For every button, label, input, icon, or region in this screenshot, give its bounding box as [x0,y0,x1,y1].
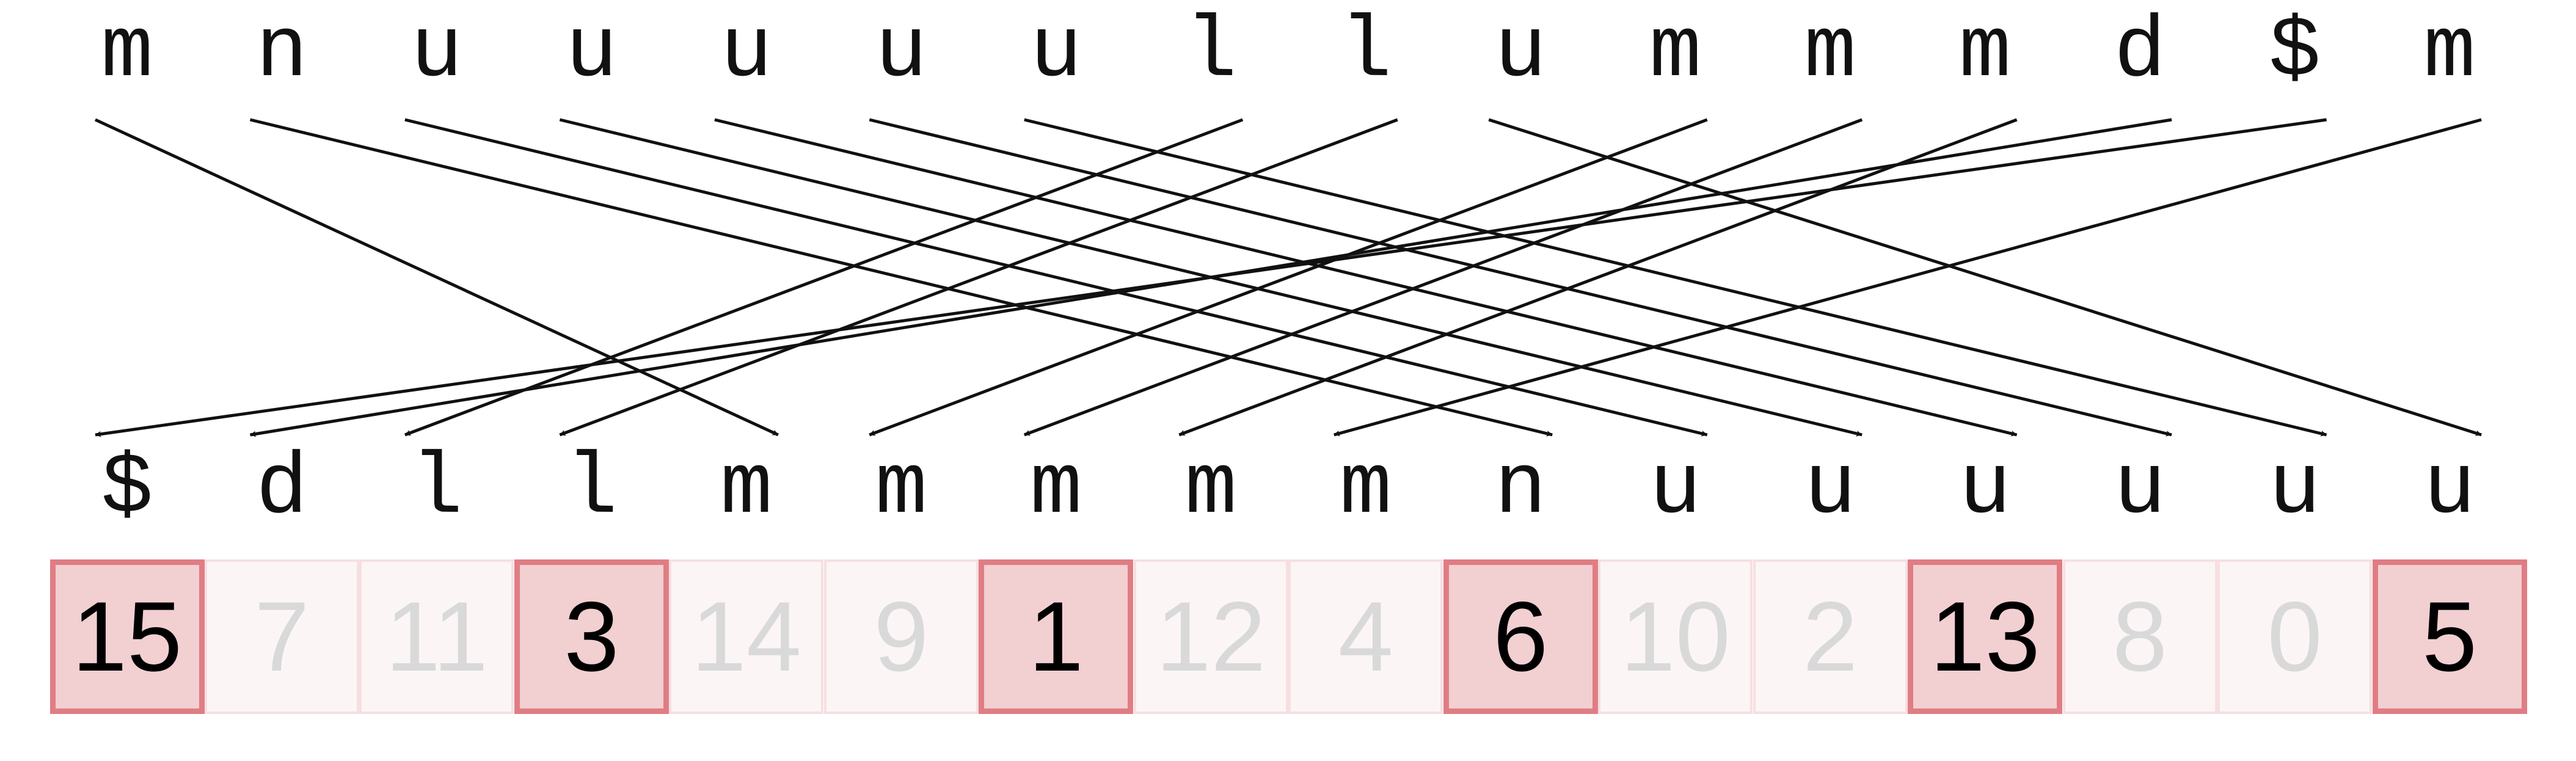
unsampled-sa-cell: 8 [2062,559,2217,714]
bottom-char: u [2268,440,2321,538]
mapping-arrow [250,118,2172,437]
top-char: u [410,3,463,101]
mapping-arrow [559,118,1863,437]
top-char: m [101,3,153,101]
top-char: m [2423,3,2476,101]
top-char: m [1649,3,1702,101]
unsampled-sa-cell: 14 [669,559,824,714]
unsampled-sa-cell: 11 [359,559,514,714]
bottom-char: $ [101,440,153,538]
mapping-arrow [869,118,2172,437]
top-char: l [1184,3,1237,101]
mapping-arrow [1024,118,2327,437]
mapping-arrow [1334,118,2482,437]
sampled-sa-cell: 3 [514,559,669,714]
mapping-arrow [249,118,1553,437]
bottom-char: u [1649,440,1702,538]
top-char: m [1804,3,1856,101]
bottom-char: m [1340,440,1392,538]
sampled-sa-cell: 13 [1908,559,2063,714]
top-char: u [1494,3,1547,101]
mapping-arrow [94,118,779,437]
sampled-sa-cell: 5 [2372,559,2527,714]
unsampled-sa-cell: 9 [823,559,979,714]
mapping-arrow [714,118,2018,437]
sampled-sa-cell: 1 [979,559,1134,714]
unsampled-sa-cell: 2 [1753,559,1908,714]
mapping-arrow [404,118,1708,437]
mapping-arrow [95,118,2327,437]
bottom-char: u [1804,440,1856,538]
top-char: d [2114,3,2166,101]
unsampled-sa-cell: 0 [2217,559,2373,714]
bottom-char: u [2423,440,2476,538]
mapping-arrow [1488,118,2482,437]
mapping-arrow [1178,118,2018,437]
top-char: u [720,3,773,101]
top-char: n [255,3,308,101]
bottom-char: l [410,440,463,538]
sampled-sa-cell: 6 [1443,559,1598,714]
top-char: $ [2268,3,2321,101]
top-char: m [1959,3,2012,101]
mapping-arrow [869,118,1708,437]
mapping-arrow [404,118,1244,437]
bottom-char: m [875,440,927,538]
bottom-char: d [255,440,308,538]
bottom-char: m [1030,440,1082,538]
top-char: u [875,3,927,101]
unsampled-sa-cell: 12 [1133,559,1288,714]
bottom-char: m [720,440,773,538]
bottom-char: l [565,440,618,538]
bottom-char: u [1959,440,2012,538]
mapping-arrow [1023,118,1863,437]
bottom-char: m [1184,440,1237,538]
sampled-sa-cell: 15 [49,559,205,714]
unsampled-sa-cell: 7 [204,559,359,714]
top-char: u [1030,3,1082,101]
unsampled-sa-cell: 10 [1598,559,1753,714]
bottom-char: n [1494,440,1547,538]
mapping-arrow [559,118,1398,437]
top-char: u [565,3,618,101]
top-char: l [1340,3,1392,101]
bottom-char: u [2114,440,2166,538]
unsampled-sa-cell: 4 [1288,559,1443,714]
